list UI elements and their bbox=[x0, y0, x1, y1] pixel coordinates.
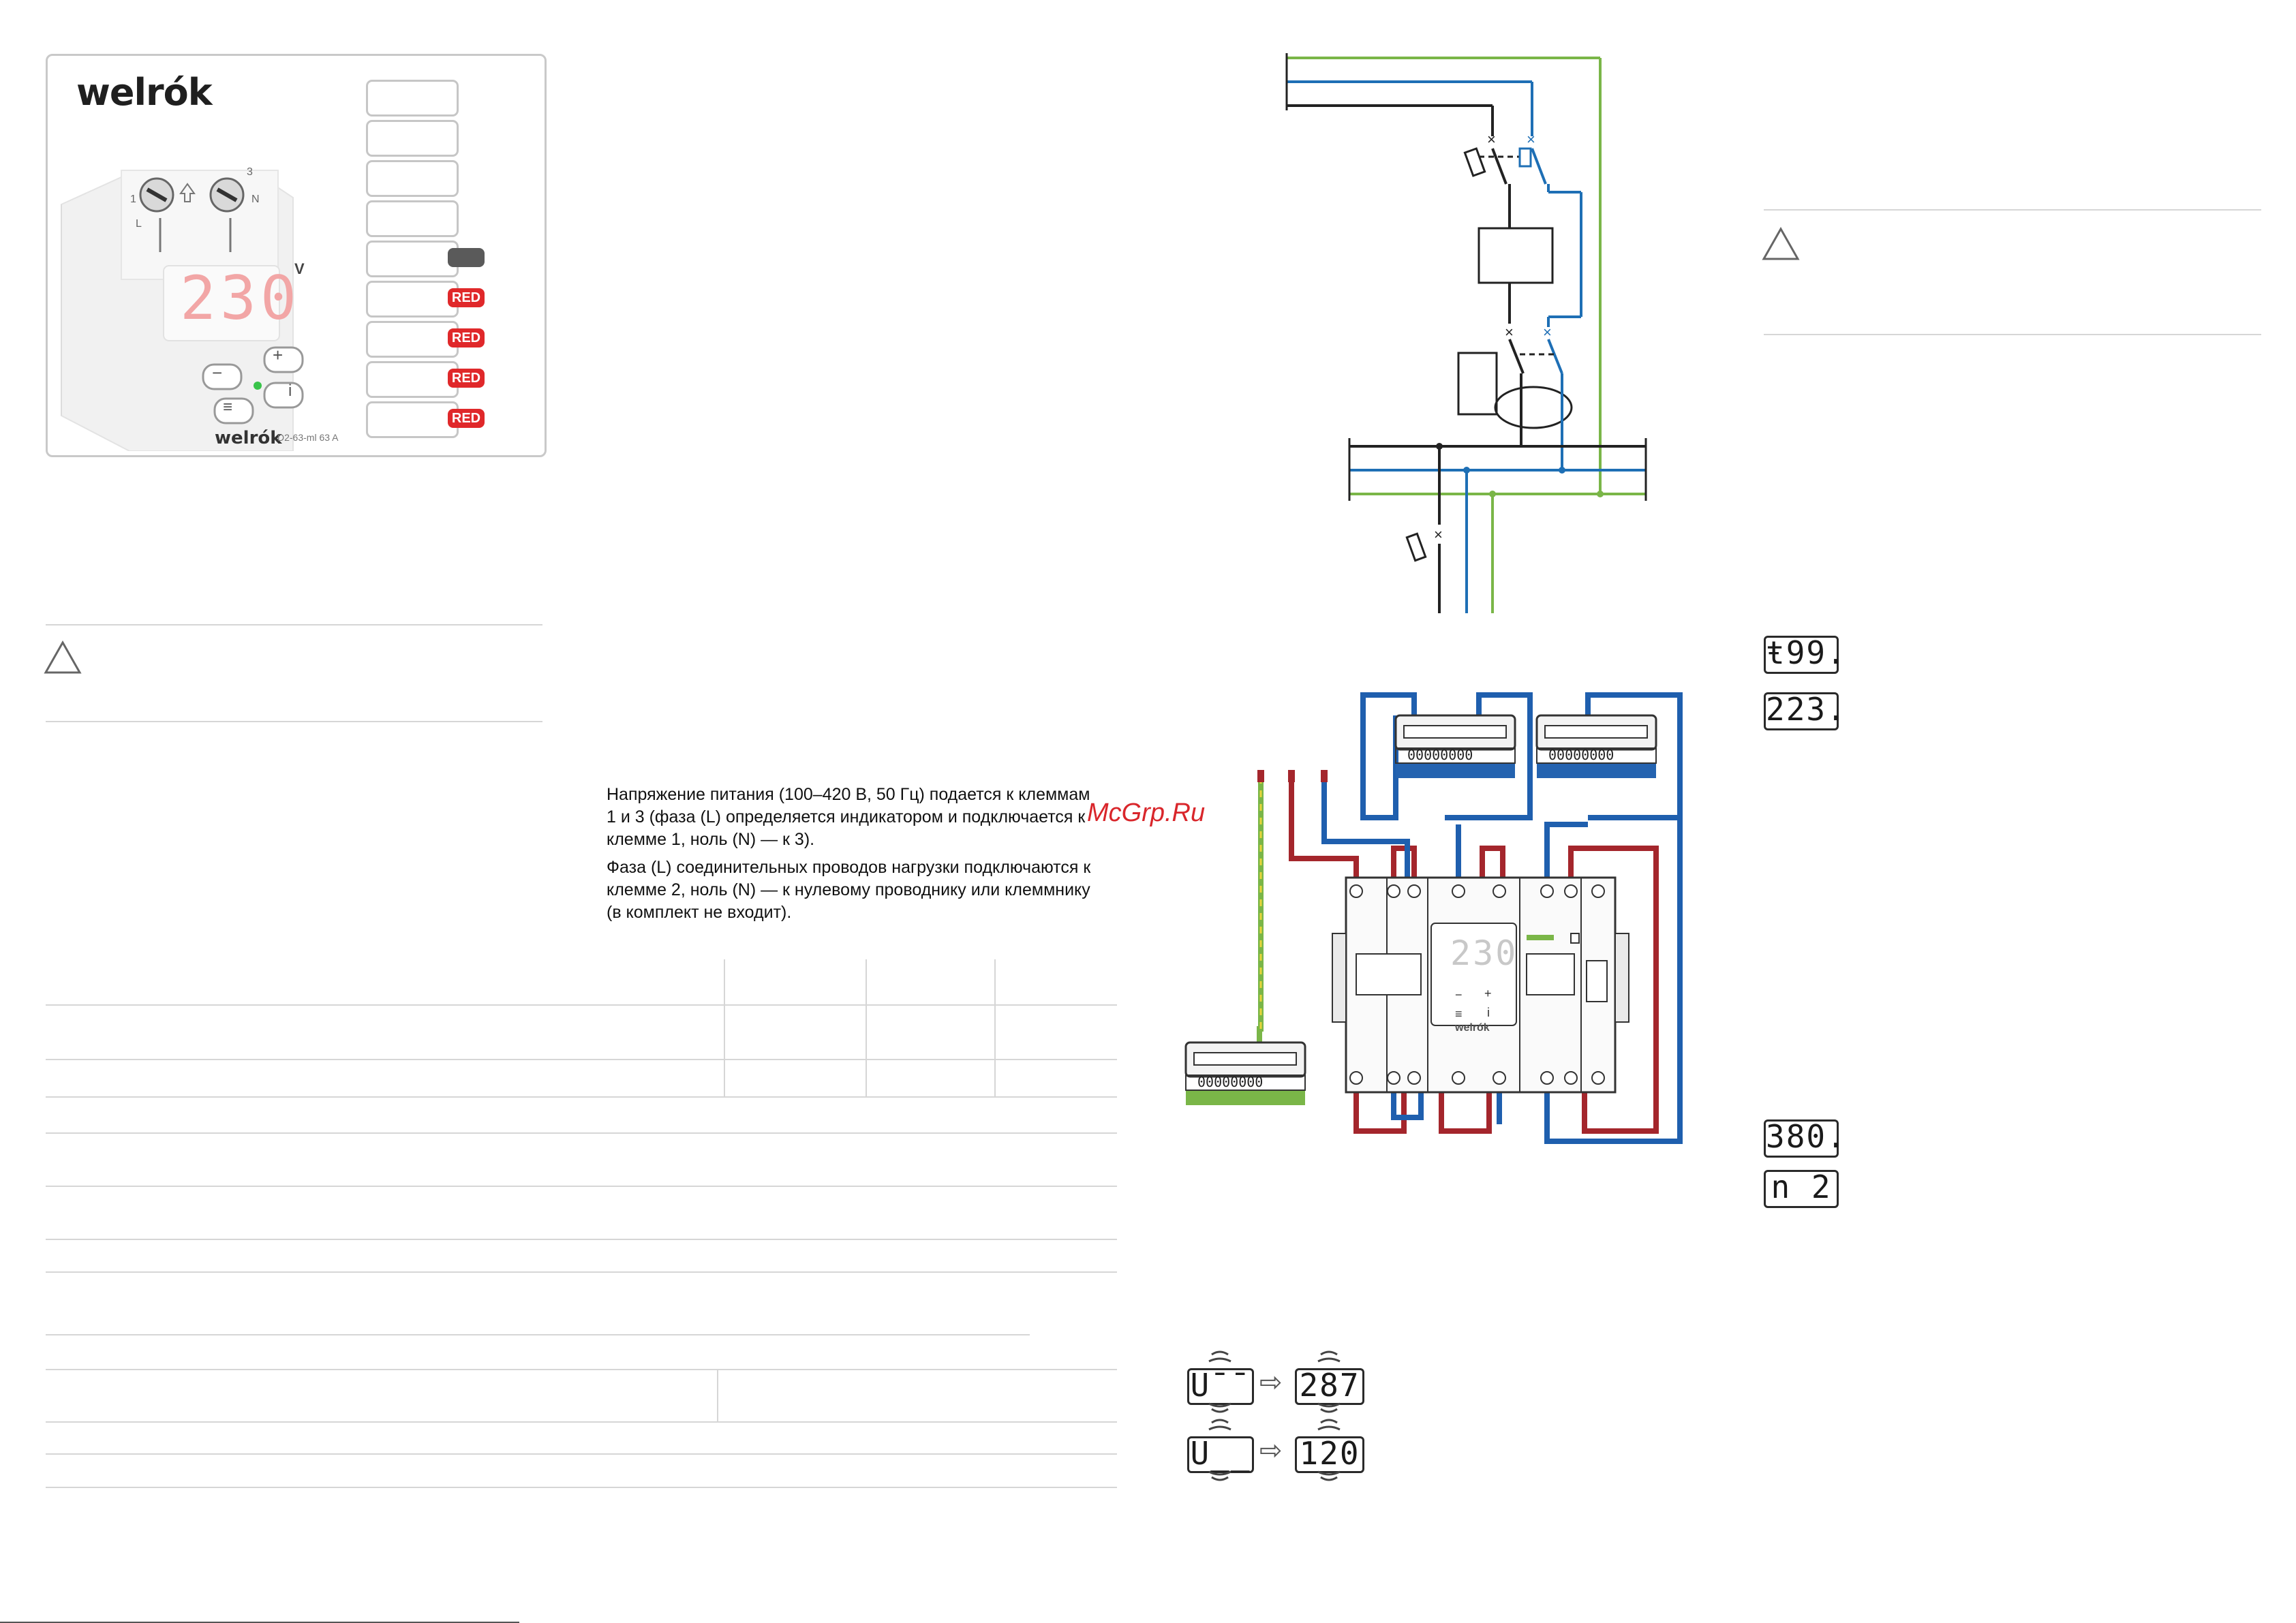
wiring-device-logo: welrók bbox=[1455, 1022, 1490, 1034]
display-u-low-label: U__ bbox=[1187, 1436, 1254, 1473]
table-rule bbox=[46, 1004, 1117, 1006]
indicator-tag-red: RED bbox=[448, 288, 485, 307]
button-minus bbox=[202, 363, 243, 390]
terminal-block-blue: 00000000 bbox=[1394, 714, 1516, 778]
terminal-l-label: L bbox=[136, 218, 142, 230]
button-plus bbox=[263, 346, 304, 373]
warning-icon bbox=[44, 640, 82, 674]
device-unit: V bbox=[294, 260, 305, 277]
indicator-tag-grey bbox=[448, 248, 485, 267]
display-t99: ŧ99. bbox=[1764, 636, 1846, 674]
indicator-slot bbox=[366, 281, 459, 318]
svg-text:×: × bbox=[1527, 131, 1535, 148]
wiring-illustration: 00000000 00000000 00000000 bbox=[1184, 692, 1683, 1144]
warning-icon bbox=[1762, 227, 1800, 260]
display-u-high-label: U¯¯ bbox=[1187, 1368, 1254, 1405]
divider bbox=[1764, 209, 2261, 211]
arrow-right-icon: ⇨ bbox=[1259, 1436, 1283, 1466]
button-info bbox=[263, 382, 304, 409]
svg-text:00000000: 00000000 bbox=[1548, 747, 1614, 763]
indicator-slot bbox=[366, 160, 459, 197]
indicator-slot bbox=[366, 401, 459, 438]
wiring-device-button-minus: − bbox=[1455, 988, 1463, 1002]
device-button-menu-label: ≡ bbox=[223, 398, 233, 416]
table-rule bbox=[46, 1334, 1030, 1335]
table-rule bbox=[46, 1271, 1117, 1273]
blink-marks bbox=[1208, 1350, 1341, 1481]
indicator-tag-red: RED bbox=[448, 409, 485, 428]
watermark: McGrp.Ru bbox=[1087, 799, 1206, 827]
display-u-high-value: 287 bbox=[1295, 1368, 1364, 1405]
indicator-slot bbox=[366, 200, 459, 237]
wiring-device-button-info: i bbox=[1487, 1006, 1490, 1019]
display-223: 223. bbox=[1764, 692, 1846, 730]
device-button-info-label: i bbox=[288, 382, 292, 400]
instruction-paragraph-1: Напряжение питания (100–420 В, 50 Гц) по… bbox=[607, 785, 1090, 849]
terminal-n-label: N bbox=[251, 194, 260, 205]
svg-text:00000000: 00000000 bbox=[1197, 1074, 1263, 1090]
divider bbox=[46, 721, 542, 722]
divider bbox=[1764, 334, 2261, 335]
display-380: 380. bbox=[1764, 1119, 1846, 1158]
wiring-device-display: 230 bbox=[1450, 933, 1518, 973]
svg-text:×: × bbox=[1434, 526, 1443, 543]
indicator-tag-red: RED bbox=[448, 328, 485, 347]
terminal-block-blue: 00000000 bbox=[1535, 714, 1657, 778]
table-rule bbox=[46, 1186, 1117, 1187]
arrow-right-icon: ⇨ bbox=[1259, 1367, 1283, 1397]
terminal-1-label: 1 bbox=[130, 194, 136, 205]
table-rule bbox=[46, 1059, 1117, 1060]
wiring-device-button-menu: ≡ bbox=[1455, 1007, 1463, 1021]
table-rule bbox=[46, 1239, 1117, 1240]
indicator-slot bbox=[366, 321, 459, 358]
svg-text:00000000: 00000000 bbox=[1407, 747, 1473, 763]
status-led-icon bbox=[254, 382, 262, 390]
ground-arrow-icon bbox=[179, 183, 196, 202]
table-col-divider bbox=[994, 959, 996, 1097]
device-model-label: D2-63-ml 63 A bbox=[277, 432, 339, 443]
svg-text:×: × bbox=[1487, 131, 1496, 148]
terminal-block-green: 00000000 bbox=[1184, 1041, 1306, 1105]
table-rule bbox=[46, 1096, 1117, 1098]
terminal-3-label: 3 bbox=[247, 166, 253, 178]
display-n2: n 2 bbox=[1764, 1170, 1839, 1208]
wiring-device-button-plus: + bbox=[1484, 987, 1492, 1000]
table-col-divider bbox=[866, 959, 867, 1097]
indicator-slot bbox=[366, 361, 459, 398]
table-rule bbox=[46, 1369, 1117, 1370]
device-button-minus-label: − bbox=[212, 362, 223, 383]
indicator-slot bbox=[366, 80, 459, 117]
button-menu bbox=[213, 397, 254, 424]
divider bbox=[46, 624, 542, 625]
device-front-logo: welrók bbox=[215, 428, 282, 448]
device-button-plus-label: + bbox=[273, 345, 284, 365]
indicator-slot bbox=[366, 120, 459, 157]
table-col-divider bbox=[717, 1369, 718, 1422]
display-u-low-value: 120 bbox=[1295, 1436, 1364, 1473]
wiring-schematic: × × × × × bbox=[1285, 53, 1647, 613]
connection-instructions: Напряжение питания (100–420 В, 50 Гц) по… bbox=[607, 784, 1097, 929]
device-display: 230 bbox=[180, 263, 301, 333]
table-rule bbox=[46, 1132, 1117, 1134]
table-col-divider bbox=[724, 959, 725, 1097]
svg-text:×: × bbox=[1505, 324, 1514, 341]
table-rule bbox=[46, 1487, 1117, 1488]
indicator-tag-red: RED bbox=[448, 369, 485, 388]
table-rule bbox=[46, 1453, 1117, 1455]
brand-logo: welrók bbox=[76, 71, 213, 114]
table-rule bbox=[46, 1421, 1117, 1423]
svg-text:×: × bbox=[1543, 324, 1552, 341]
bottom-rule bbox=[0, 1622, 519, 1623]
indicator-slot bbox=[366, 241, 459, 277]
device-illustration bbox=[61, 170, 304, 451]
instruction-paragraph-2: Фаза (L) соединительных проводов нагрузк… bbox=[607, 858, 1091, 922]
